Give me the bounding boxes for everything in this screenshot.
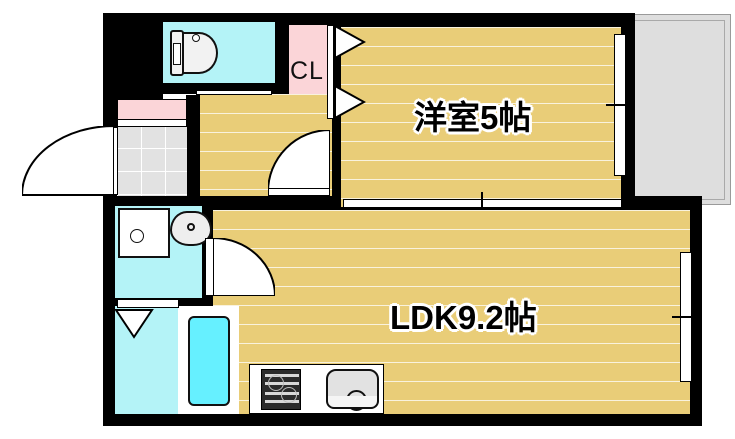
bath-door-arrow-icon <box>114 309 154 339</box>
bedroom-bottom-mullion <box>481 192 483 208</box>
closet-fold-arrow-bottom-icon <box>334 85 366 119</box>
bedroom-label: 洋室5帖 <box>414 99 532 136</box>
shoe-cabinet-step <box>117 119 187 127</box>
room-ldk <box>213 210 690 414</box>
ldk-window-mullion <box>672 316 700 318</box>
shoe-cabinet-fixture <box>117 99 187 120</box>
washer-pan-icon <box>118 208 170 258</box>
entrance-door-swing[interactable] <box>22 126 114 196</box>
closet-fold-arrow-top-icon <box>334 25 366 59</box>
room-genkan <box>117 125 187 196</box>
toilet-sliding-door[interactable] <box>196 88 268 90</box>
kitchen-sink-front <box>326 396 379 409</box>
ldk-label: LDK9.2帖 <box>390 299 537 336</box>
bath-window[interactable] <box>117 299 179 308</box>
bedroom-window-mullion <box>606 104 634 106</box>
toilet-lid-detail <box>173 43 181 65</box>
washroom-door-panel[interactable] <box>205 238 214 296</box>
wall-bottom <box>103 413 702 426</box>
gas-stove-icon <box>261 369 301 410</box>
balcony-inner-edge <box>632 20 725 200</box>
toilet-door-track <box>196 90 272 95</box>
closet-label: CL <box>290 57 324 85</box>
washbasin-drain <box>187 223 195 231</box>
wall-left-lower <box>103 196 117 426</box>
wall-genkan-right <box>186 95 200 205</box>
toilet-flush-button <box>192 34 200 42</box>
bathtub-icon <box>188 316 230 406</box>
washroom-door-swing[interactable] <box>213 238 275 296</box>
hall-to-bedroom-door-swing[interactable] <box>268 130 330 192</box>
hall-to-bedroom-door-panel[interactable] <box>268 188 330 196</box>
closet-door-track[interactable] <box>327 25 334 119</box>
room-bedroom <box>341 27 621 207</box>
